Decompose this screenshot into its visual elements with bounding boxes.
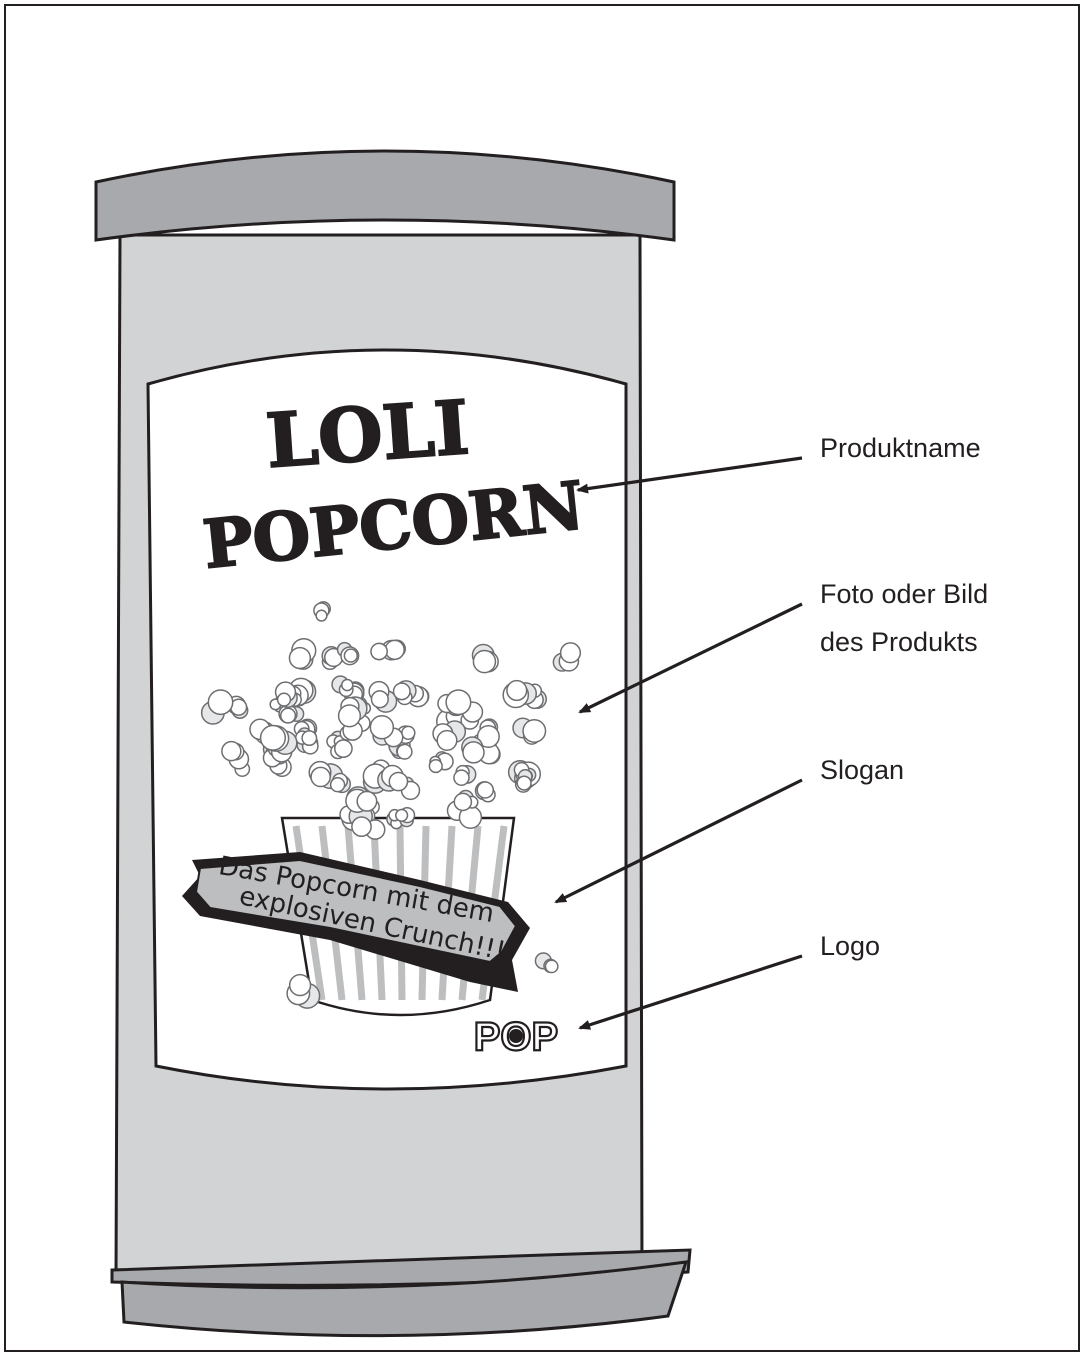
label-product-name: Produktname xyxy=(820,424,981,472)
label-product-image-line1: Foto oder Bild xyxy=(820,570,988,618)
popcorn-kernel xyxy=(371,643,387,659)
label-logo: Logo xyxy=(820,922,880,970)
popcorn-kernel xyxy=(462,737,484,763)
popcorn-kernel xyxy=(279,705,303,723)
poster-title-line1: LOLI xyxy=(263,385,472,485)
logo-popcorn-icon xyxy=(509,1029,523,1043)
pop-logo: POP xyxy=(474,1015,558,1059)
popcorn-kernel xyxy=(429,757,442,773)
label-product-image-line2: des Produkts xyxy=(820,618,978,666)
label-slogan: Slogan xyxy=(820,746,904,794)
popcorn-kernel xyxy=(222,742,244,761)
pillar-top-cap xyxy=(96,151,674,240)
popcorn-kernel xyxy=(276,682,298,707)
